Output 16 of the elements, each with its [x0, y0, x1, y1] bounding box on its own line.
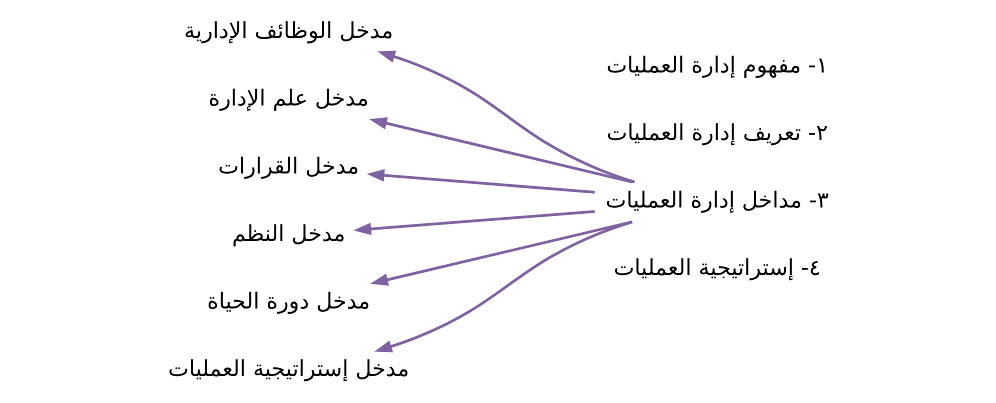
- arrow: [352, 210, 594, 236]
- node-text: مدخل علم الإدارة: [208, 86, 368, 112]
- node-text: مدخل دورة الحياة: [206, 288, 370, 314]
- arrow: [366, 169, 594, 194]
- node-text: مدخل القرارات: [218, 153, 359, 180]
- node-text: مدخل النظم: [231, 220, 345, 247]
- node-text: ١- مفهوم إدارة العمليات: [606, 52, 828, 78]
- node-text: ٤- إستراتيجية العمليات: [613, 255, 820, 282]
- arrow: [374, 220, 632, 352]
- node-text: ٢- تعريف إدارة العمليات: [606, 120, 828, 146]
- node-text: ٣- مداخل إدارة العمليات: [605, 188, 828, 214]
- arrow: [376, 50, 634, 184]
- node-text: مدخل إستراتيجية العمليات: [168, 356, 409, 382]
- arrow: [368, 117, 632, 184]
- arrow: [370, 220, 632, 286]
- node-text: مدخل الوظائف الإدارية: [184, 18, 393, 44]
